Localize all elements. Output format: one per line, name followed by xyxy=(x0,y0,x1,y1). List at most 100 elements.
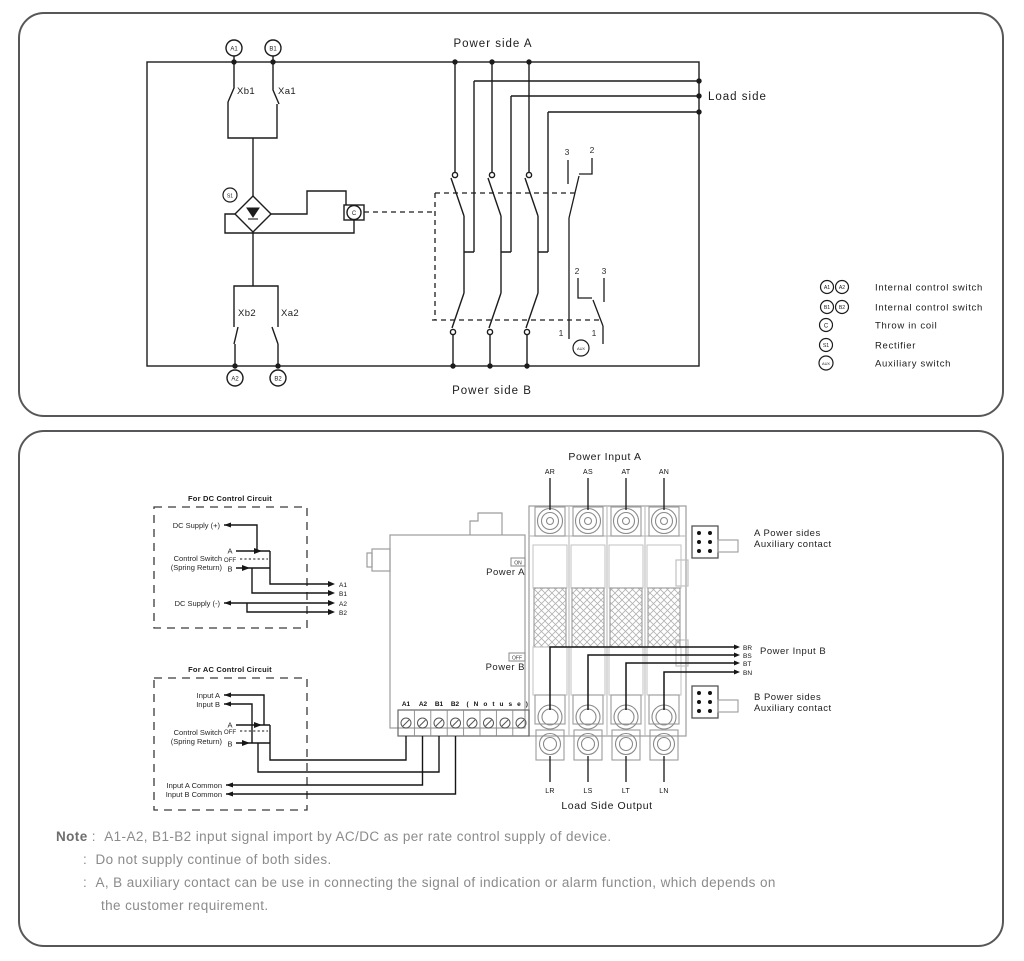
label-power-side-a: Power side A xyxy=(453,38,532,50)
dc-pos-a-label: A xyxy=(227,547,232,556)
main-pole-3 xyxy=(523,62,699,366)
legend-sym-c: C xyxy=(824,324,829,330)
circuit-boundary xyxy=(146,61,700,367)
legend-sym-a2: A2 xyxy=(839,285,845,291)
strip-a2-label: A2 xyxy=(419,701,428,708)
terminal-an-label: AN xyxy=(659,469,669,476)
terminal-lt-label: LT xyxy=(622,788,631,795)
input-a-leaders xyxy=(549,478,665,510)
terminal-as-label: AS xyxy=(583,469,593,476)
label-xb2: Xb2 xyxy=(238,308,256,319)
ac-box-title: For AC Control Circuit xyxy=(188,665,272,674)
note-line-1: Note : A1-A2, B1-B2 input signal import … xyxy=(56,829,612,844)
label-aux-a-line1: A Power sides xyxy=(754,528,821,539)
aux-contact-b-pins xyxy=(697,691,712,713)
strip-screws xyxy=(400,717,527,729)
ac-pos-a-label: A xyxy=(227,721,232,730)
note-label: Note xyxy=(56,829,88,844)
installation-drawing: ON Power A OFF Power B Power Input A AR … xyxy=(153,451,832,812)
ac-box-wires xyxy=(224,694,457,795)
dc-box-title: For DC Control Circuit xyxy=(188,494,272,503)
linkage-dashed-lines xyxy=(364,192,599,321)
strip-b1-label: B1 xyxy=(435,701,444,708)
label-power-b: Power B xyxy=(486,662,525,673)
label-power-a: Power A xyxy=(486,567,525,578)
dc-supply-pos-label: DC Supply (+) xyxy=(173,521,221,530)
terminal-ls-label: LS xyxy=(583,788,592,795)
pole-column-4 xyxy=(646,506,682,761)
label-xa1: Xa1 xyxy=(278,86,296,97)
ac-input-b-label: Input B xyxy=(196,700,220,709)
legend-sym-a1: A1 xyxy=(824,285,830,291)
on-badge xyxy=(510,557,526,567)
ac-box-arrows xyxy=(224,692,262,797)
xa1-switch xyxy=(272,56,280,105)
legend-label-rectifier: Rectifier xyxy=(875,341,916,352)
terminal-a1-label: A1 xyxy=(230,47,238,53)
ac-spring-return-label: (Spring Return) xyxy=(171,737,223,746)
dc-out-a1-label: A1 xyxy=(339,582,347,589)
legend-sym-aux: AUX xyxy=(822,361,830,366)
ac-control-switch-label: Control Switch xyxy=(174,728,222,737)
terminal-a1 xyxy=(225,39,243,57)
ac-input-a-common-label: Input A Common xyxy=(167,781,222,790)
rectifier-s1-circle xyxy=(222,187,238,203)
main-pole-2 xyxy=(486,62,699,366)
aux-num-3-mid: 3 xyxy=(602,266,607,276)
strip-b2-label: B2 xyxy=(451,701,460,708)
diode-icon xyxy=(246,207,260,218)
legend: A1 A2 Internal control switch B1 B2 Inte… xyxy=(818,279,982,371)
aux-num-2-mid: 2 xyxy=(575,266,580,276)
pole-column-3 xyxy=(608,506,644,761)
device-left-body xyxy=(389,534,526,729)
schematic-drawing: Power side A Power side B Load side A1 B… xyxy=(146,38,982,397)
label-power-input-a: Power Input A xyxy=(568,451,641,463)
dc-box-arrows xyxy=(224,522,335,615)
terminal-bs-label: BS xyxy=(743,653,752,660)
terminal-b2 xyxy=(269,369,287,387)
throw-in-coil-circle xyxy=(346,204,362,221)
terminal-b1-label: B1 xyxy=(269,47,277,53)
load-leaders xyxy=(549,756,665,782)
terminal-b1 xyxy=(264,39,282,57)
dc-box-border xyxy=(153,506,308,629)
coil-box-1 xyxy=(227,102,278,139)
terminal-lr-label: LR xyxy=(545,788,555,795)
ac-pos-off-label: OFF xyxy=(224,729,237,736)
dc-out-b1-label: B1 xyxy=(339,591,347,598)
strip-a1-label: A1 xyxy=(402,701,411,708)
aux-contact-blocks xyxy=(691,525,739,719)
dc-pos-b-label: B xyxy=(227,565,232,574)
label-aux-a-line2: Auxiliary contact xyxy=(754,539,832,550)
throw-in-coil-label: C xyxy=(352,211,357,217)
aux-num-2-top: 2 xyxy=(590,145,595,155)
note-block: Note : A1-A2, B1-B2 input signal import … xyxy=(56,825,776,917)
aux-num-1-right: 1 xyxy=(592,328,597,338)
label-power-input-b: Power Input B xyxy=(760,646,826,657)
legend-label-coil: Throw in coil xyxy=(875,321,937,332)
label-aux-b-line1: B Power sides xyxy=(754,692,821,703)
terminal-b2-label: B2 xyxy=(274,377,282,383)
aux-num-1-left: 1 xyxy=(559,328,564,338)
dc-out-b2-label: B2 xyxy=(339,610,347,617)
dc-spring-return-label: (Spring Return) xyxy=(171,563,223,572)
aux-circle-label: AUX xyxy=(577,346,585,351)
device-shaft xyxy=(371,548,391,572)
input-b-wire-arrows xyxy=(734,644,740,675)
aux-num-3-top: 3 xyxy=(565,147,570,157)
dc-pos-off-label: OFF xyxy=(224,557,237,564)
circuit-lines xyxy=(146,39,700,387)
terminal-ln-label: LN xyxy=(659,788,669,795)
xb2-switch xyxy=(233,326,239,366)
ac-input-a-label: Input A xyxy=(197,691,220,700)
dc-box-wires xyxy=(224,524,328,613)
note-line-4: the customer requirement. xyxy=(101,898,269,913)
rectifier-s1-label: S1 xyxy=(227,194,233,200)
aux-switch-circle xyxy=(572,339,590,357)
terminal-bt-label: BT xyxy=(743,661,751,668)
legend-sym-b2: B2 xyxy=(839,305,845,311)
label-xb1: Xb1 xyxy=(237,86,255,97)
ac-box-border xyxy=(153,677,308,811)
note-line-2: : Do not supply continue of both sides. xyxy=(83,852,332,867)
note-line-3: : A, B auxiliary contact can be use in c… xyxy=(83,875,776,890)
